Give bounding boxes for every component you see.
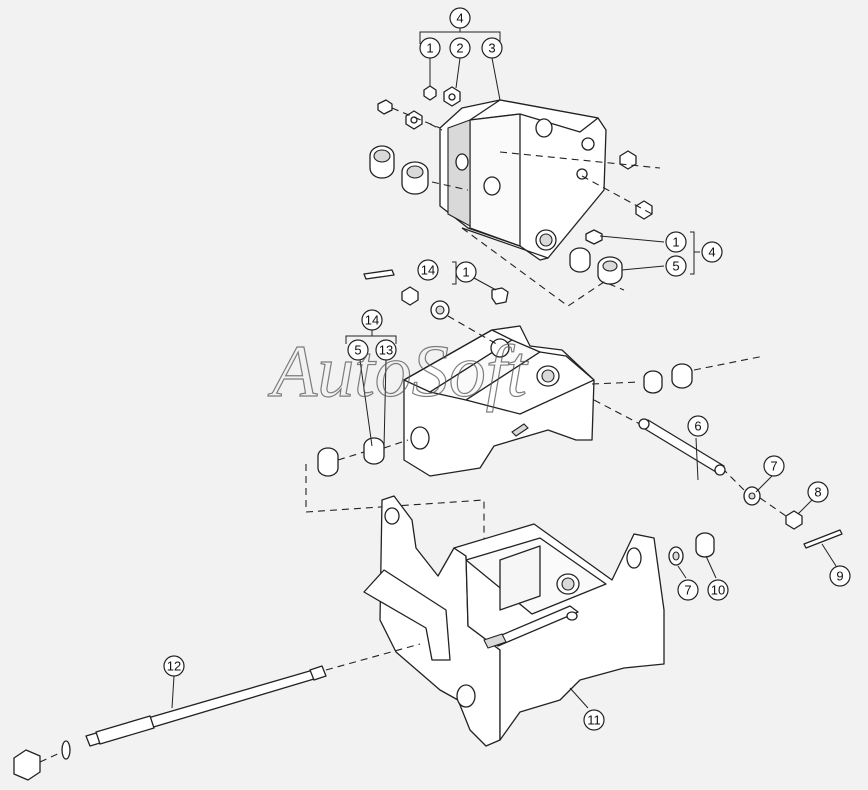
pin-6 [638,418,726,476]
upper-dash-lines [391,107,661,307]
callout-4-right: 4 [701,241,723,263]
callout-3-top: 3 [481,37,503,59]
callout-label: 1 [672,235,679,250]
callout-1-top: 1 [419,37,441,59]
callout-label: 2 [456,41,463,56]
middle-bracket [403,325,595,477]
callout-7-bottom: 7 [677,579,699,601]
callout-label: 7 [770,459,777,474]
callout-label: 3 [488,41,495,56]
upper-fasteners [369,85,653,285]
callout-13-left: 13 [375,339,397,361]
callout-label: 5 [354,343,361,358]
callout-5-right: 5 [665,255,687,277]
callout-label: 4 [708,245,715,260]
callout-7-top: 7 [763,455,785,477]
callout-1-mid: 1 [455,261,477,283]
callout-11: 11 [583,709,605,731]
watermark: AutoSoft [267,331,529,413]
callout-label: 12 [167,659,181,674]
callout-6: 6 [687,415,709,437]
callout-label: 1 [426,41,433,56]
long-bolt-12 [13,643,421,781]
callout-label: 4 [456,11,463,26]
callout-9: 9 [829,565,851,587]
lower-frame [363,495,665,747]
callout-2-top: 2 [449,37,471,59]
callout-label: 11 [587,713,601,728]
callout-label: 6 [694,419,701,434]
callout-label: 10 [711,583,725,598]
group-brackets [171,28,837,709]
callout-5-left: 5 [347,339,369,361]
middle-fasteners [317,269,693,477]
callout-1-right: 1 [665,231,687,253]
callout-4-top: 4 [449,7,471,29]
callout-label: 5 [672,259,679,274]
callout-label: 7 [684,583,691,598]
callout-14-mid: 14 [417,259,439,281]
callout-8: 8 [807,481,829,503]
callout-label: 14 [421,263,435,278]
callout-10: 10 [707,579,729,601]
upper-bracket [439,99,607,261]
callout-label: 14 [365,313,379,328]
callout-label: 13 [379,343,393,358]
callout-label: 8 [814,485,821,500]
callout-12: 12 [163,655,185,677]
callout-14-left: 14 [361,309,383,331]
callout-label: 1 [462,265,469,280]
callout-label: 9 [836,569,843,584]
